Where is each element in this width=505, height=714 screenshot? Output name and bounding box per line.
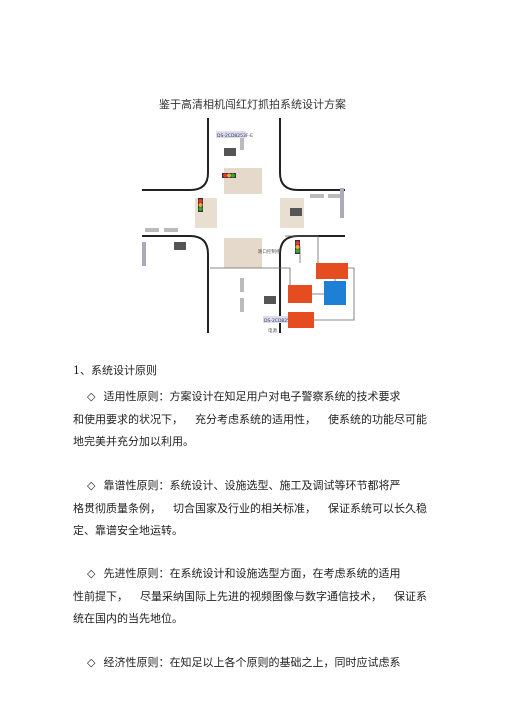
paragraph-economy: ◇经济性原则：在知足以上各个原则的基础之上，同时应试虑系 (87, 656, 401, 669)
lane-markings (145, 136, 342, 312)
side-poles (142, 188, 344, 266)
center-label: 路口控制柜 (258, 248, 281, 255)
bottom-device-label: DS-2CD8253F-E (264, 318, 300, 324)
top-device-label: DS-2CD8253F-E (217, 133, 253, 139)
paragraph-advanced: ◇先进性原则：在系统设计和设施选型方面，在考虑系统的适用 性前提下，尽量采纳国际… (73, 567, 427, 625)
paragraph-reliability: ◇靠谱性原则：系统设计、设施选型、施工及调试等环节都将严 格贯彻质量条例，切合国… (73, 479, 427, 537)
control-boxes (288, 263, 348, 328)
bottom-small-label: 电源 (268, 327, 277, 334)
diamond-bullet-icon: ◇ (87, 390, 96, 403)
crosswalks (195, 168, 304, 268)
diamond-bullet-icon: ◇ (87, 479, 96, 492)
diamond-bullet-icon: ◇ (87, 567, 96, 580)
cameras (174, 148, 302, 304)
section-heading: 1、系统设计原则 (73, 364, 157, 377)
page-title: 鉴于高清相机闯红灯抓拍系统设计方案 (159, 98, 346, 111)
intersection-diagram: DS-2CD8253F-E DS-2CD8253F-E 路口控制柜 电源 (142, 118, 355, 334)
connection-lines (210, 235, 355, 321)
diamond-bullet-icon: ◇ (87, 656, 96, 669)
traffic-lights (198, 173, 300, 254)
paragraph-applicability: ◇适用性原则：方案设计在知足用户对电子警察系统的技术要求 和使用要求的状况下，充… (73, 390, 427, 448)
